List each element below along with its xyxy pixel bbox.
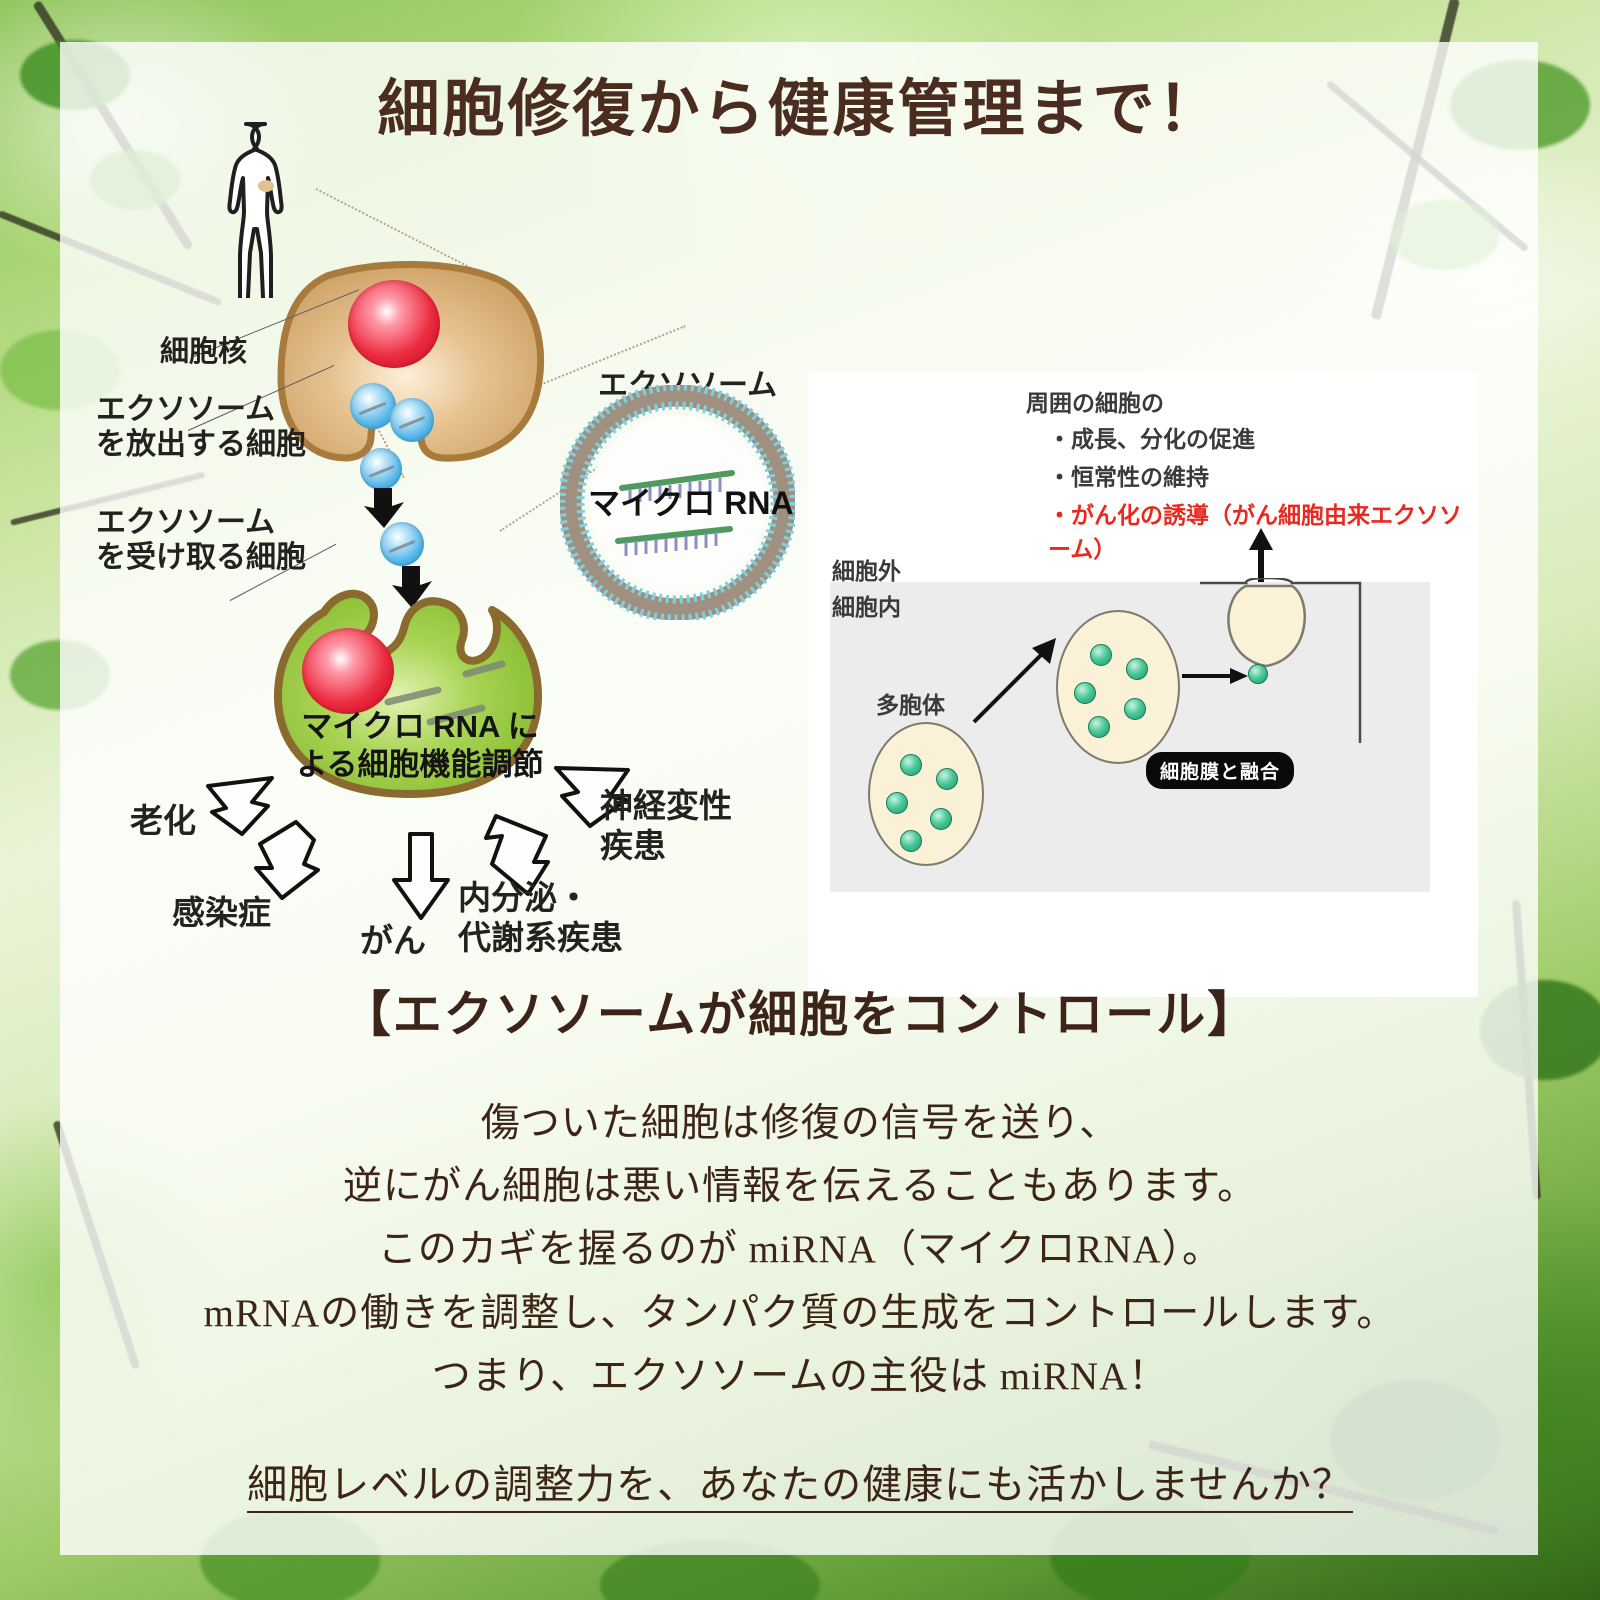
exosome-particle	[360, 448, 402, 490]
outcome-arrow-aging	[206, 776, 274, 836]
mvb-cargo-dot	[900, 754, 922, 776]
outcome-arrow-infection	[254, 820, 320, 900]
outcome-label-endocrine: 内分泌・ 代謝系疾患	[458, 879, 623, 956]
outcome-arrow-endocrine	[484, 814, 550, 896]
label-receiving-cell: エクソソーム を受け取る細胞	[96, 506, 306, 575]
vesicle-cargo-dot	[1248, 664, 1268, 684]
outcome-label-neuro: 神経変性 疾患	[600, 787, 732, 864]
right-arrow-icon	[1182, 668, 1248, 684]
exosome-particle	[380, 522, 424, 566]
body-line: 傷ついた細胞は修復の信号を送り、	[480, 1102, 1120, 1145]
down-arrow-icon	[364, 488, 404, 528]
mvb-cargo-dot	[930, 808, 952, 830]
label-releasing-cell: エクソソーム を放出する細胞	[96, 393, 306, 462]
vesicle-cargo-dot	[1124, 698, 1146, 720]
vesicle-cargo-dot	[1090, 644, 1112, 666]
body-line: このカギを握るのが miRNA（マイクロRNA）。	[377, 1228, 1223, 1272]
exosome-particle	[390, 398, 434, 442]
label-vesicle-inner: マイクロ RNA	[588, 485, 794, 521]
up-arrow-icon	[1249, 528, 1273, 596]
vesicle-cargo-dot	[1088, 716, 1110, 738]
panel-bullet-cancer: ・がん化の誘導（がん細胞由来エクソソーム）	[1048, 502, 1462, 562]
vesicle-cargo-dot	[1126, 658, 1148, 680]
mvb-cargo-dot	[886, 792, 908, 814]
diagonal-arrow-icon	[972, 638, 1056, 724]
cta-text: 細胞レベルの調整力を、あなたの健康にも活かしませんか？	[247, 1462, 1353, 1513]
mvb-cargo-dot	[936, 768, 958, 790]
membrane-budding-shape	[1200, 578, 1362, 743]
label-extracellular: 細胞外	[832, 558, 901, 584]
right-subpanel: 周囲の細胞の ・成長、分化の促進 ・恒常性の維持 ・がん化の誘導（がん細胞由来エ…	[808, 372, 1478, 997]
panel-bullet-growth: ・成長、分化の促進	[1048, 426, 1255, 452]
body-line: mRNAの働きを調整し、タンパク質の生成をコントロールします。	[203, 1291, 1397, 1335]
down-arrow-icon	[392, 566, 432, 608]
outcome-label-cancer: がん	[360, 922, 426, 959]
outcome-arrow-cancer	[392, 832, 450, 920]
call-to-action: 細胞レベルの調整力を、あなたの健康にも活かしませんか？	[0, 1452, 1600, 1513]
nucleus-tan-cell	[348, 280, 440, 368]
page-title: 細胞修復から健康管理まで！	[377, 76, 1223, 144]
outcome-label-infection: 感染症	[172, 894, 271, 931]
exosome-diagram: マイクロ RNA に よる細胞機能調節 細胞核 エクソソーム を放出する細胞 エ…	[60, 100, 1538, 997]
body-line: 逆にがん細胞は悪い情報を伝えることもあります。	[342, 1165, 1258, 1209]
section-subheading: 【エクソソームが細胞をコントロール】	[341, 987, 1259, 1042]
outcome-arrow-neuro	[554, 766, 630, 828]
panel-bullet-homeostasis: ・恒常性の維持	[1048, 464, 1209, 490]
human-body-icon	[227, 122, 284, 298]
nucleus-green-cell	[302, 628, 394, 714]
exosome-vesicle-illustration	[560, 385, 795, 620]
green-cell-caption: マイクロ RNA に よる細胞機能調節	[296, 709, 544, 782]
body-copy: 傷ついた細胞は修復の信号を送り、 逆にがん細胞は悪い情報を伝えることもあります。…	[0, 1092, 1600, 1408]
multivesicular-body	[868, 722, 984, 866]
panel-heading: 周囲の細胞の	[1026, 390, 1164, 416]
body-line: つまり、エクソソームの主役は miRNA！	[431, 1354, 1169, 1398]
outcome-label-aging: 老化	[130, 802, 196, 839]
vesicle-cargo-dot	[1074, 682, 1096, 704]
exosome-particle	[350, 383, 396, 429]
fusion-badge: 細胞膜と融合	[1146, 752, 1295, 789]
label-mvb: 多胞体	[876, 692, 945, 718]
mvb-cargo-dot	[900, 830, 922, 852]
label-nucleus: 細胞核	[160, 336, 248, 368]
label-intracellular: 細胞内	[832, 594, 901, 620]
